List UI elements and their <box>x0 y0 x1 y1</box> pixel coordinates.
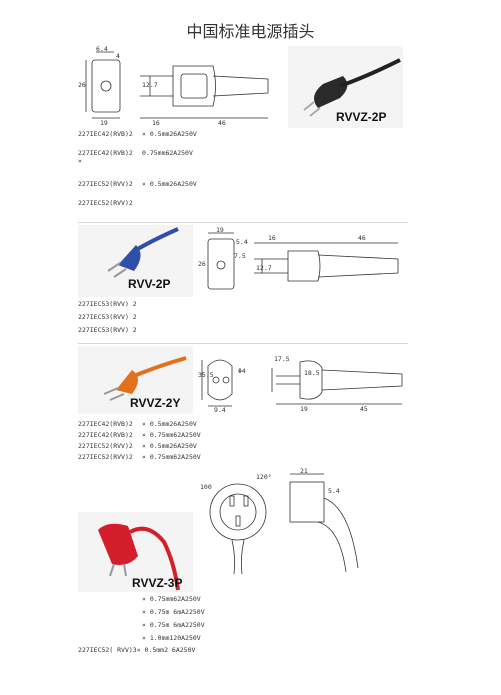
spec-value: × 0.75mm62A250V <box>142 453 201 461</box>
technical-drawing-5: 100 120° 21 5.4 <box>200 468 380 576</box>
dim-label: 26 <box>78 81 86 89</box>
plug-photo-1: RVVZ-2P <box>288 46 403 128</box>
dim-label: 19 <box>100 119 108 127</box>
plug-photo-4: RVVZ-3P <box>78 512 193 592</box>
spec-code: 227IEC52( RVV)3× 0.5mm2 6A250V <box>78 646 196 654</box>
spec-value: × 0.75mm62A250V <box>142 431 201 439</box>
spec-code: 227IEC52(RVV)2 <box>78 199 133 207</box>
spec-code: 227IEC53(RVV) 2 <box>78 300 137 308</box>
technical-drawing-2: 19 5.4 26 12.7 16 46 7.5 <box>198 225 408 297</box>
dim-label: 16 <box>152 119 160 127</box>
spec-value: × 0.5mm26A250V <box>142 420 197 428</box>
spec-value: × 1.0mm120A250V <box>142 634 201 642</box>
technical-drawing-1: 6.4 4 26 12.7 19 16 46 <box>78 46 278 128</box>
photo-caption: RVVZ-2P <box>336 110 387 124</box>
dim-label: 35.5 <box>198 371 214 379</box>
dim-label: 46 <box>358 234 366 242</box>
spec-value: × 0.75mm62A250V <box>142 595 201 603</box>
page-title: 中国标准电源插头 <box>186 22 315 41</box>
dim-label: 45 <box>360 405 368 413</box>
dim-label: 19 <box>216 226 224 234</box>
spec-code: 227IEC52(RVV)2 <box>78 442 133 450</box>
spec-code: 227IEC42(RVB)2 <box>78 130 133 138</box>
spec-value: × <box>78 157 82 165</box>
dim-label: 6.4 <box>96 46 108 53</box>
spec-code: 227IEC52(RVV)2 <box>78 180 133 188</box>
technical-drawing-3: 35.5 Φ4 9.4 <box>198 346 268 414</box>
spec-value: × 0.5mm26A250V <box>142 180 197 188</box>
dim-label: 12.7 <box>142 81 158 89</box>
spec-code: 227IEC52(RVV)2 <box>78 453 133 461</box>
spec-code: 227IEC42(RVB)2 <box>78 149 133 157</box>
spec-value: 0.75mm62A250V <box>142 149 193 157</box>
dim-label: 4 <box>116 52 120 60</box>
spec-code: 227IEC42(RVB)2 <box>78 431 133 439</box>
photo-caption: RVVZ-3P <box>132 576 183 590</box>
spec-code: 227IEC53(RVV) 2 <box>78 313 137 321</box>
spec-value: × 0.75m 6mA2250V <box>142 608 205 616</box>
spec-value: × 0.5mm26A250V <box>142 442 197 450</box>
spec-value: × 0.5mm26A250V <box>142 130 197 138</box>
dim-label: 16 <box>268 234 276 242</box>
dim-label: 26 <box>198 260 206 268</box>
dim-label: 120° <box>256 473 272 481</box>
dim-label: 18.5 <box>304 369 320 377</box>
spec-value: × 0.75m 6mA2250V <box>142 621 205 629</box>
dim-label: Φ4 <box>238 367 246 375</box>
dim-label: 7.5 <box>234 252 246 260</box>
divider <box>78 343 408 344</box>
dim-label: 5.4 <box>236 238 248 246</box>
spec-code: 227IEC53(RVV) 2 <box>78 326 137 334</box>
divider <box>78 222 408 223</box>
dim-label: 46 <box>218 119 226 127</box>
dim-label: 12.7 <box>256 264 272 272</box>
dim-label: 21 <box>300 468 308 475</box>
dim-label: 100 <box>200 483 212 491</box>
dim-label: 17.5 <box>274 355 290 363</box>
plug-photo-2: RVV-2P <box>78 225 193 297</box>
spec-code: 227IEC42(RVB)2 <box>78 420 133 428</box>
dim-label: 9.4 <box>214 406 226 414</box>
technical-drawing-4: 17.5 18.5 19 45 <box>270 346 410 414</box>
dim-label: 19 <box>300 405 308 413</box>
photo-caption: RVV-2P <box>128 277 171 291</box>
photo-caption: RVVZ-2Y <box>130 396 181 410</box>
plug-photo-3: RVVZ-2Y <box>78 346 193 414</box>
dim-label: 5.4 <box>328 487 340 495</box>
